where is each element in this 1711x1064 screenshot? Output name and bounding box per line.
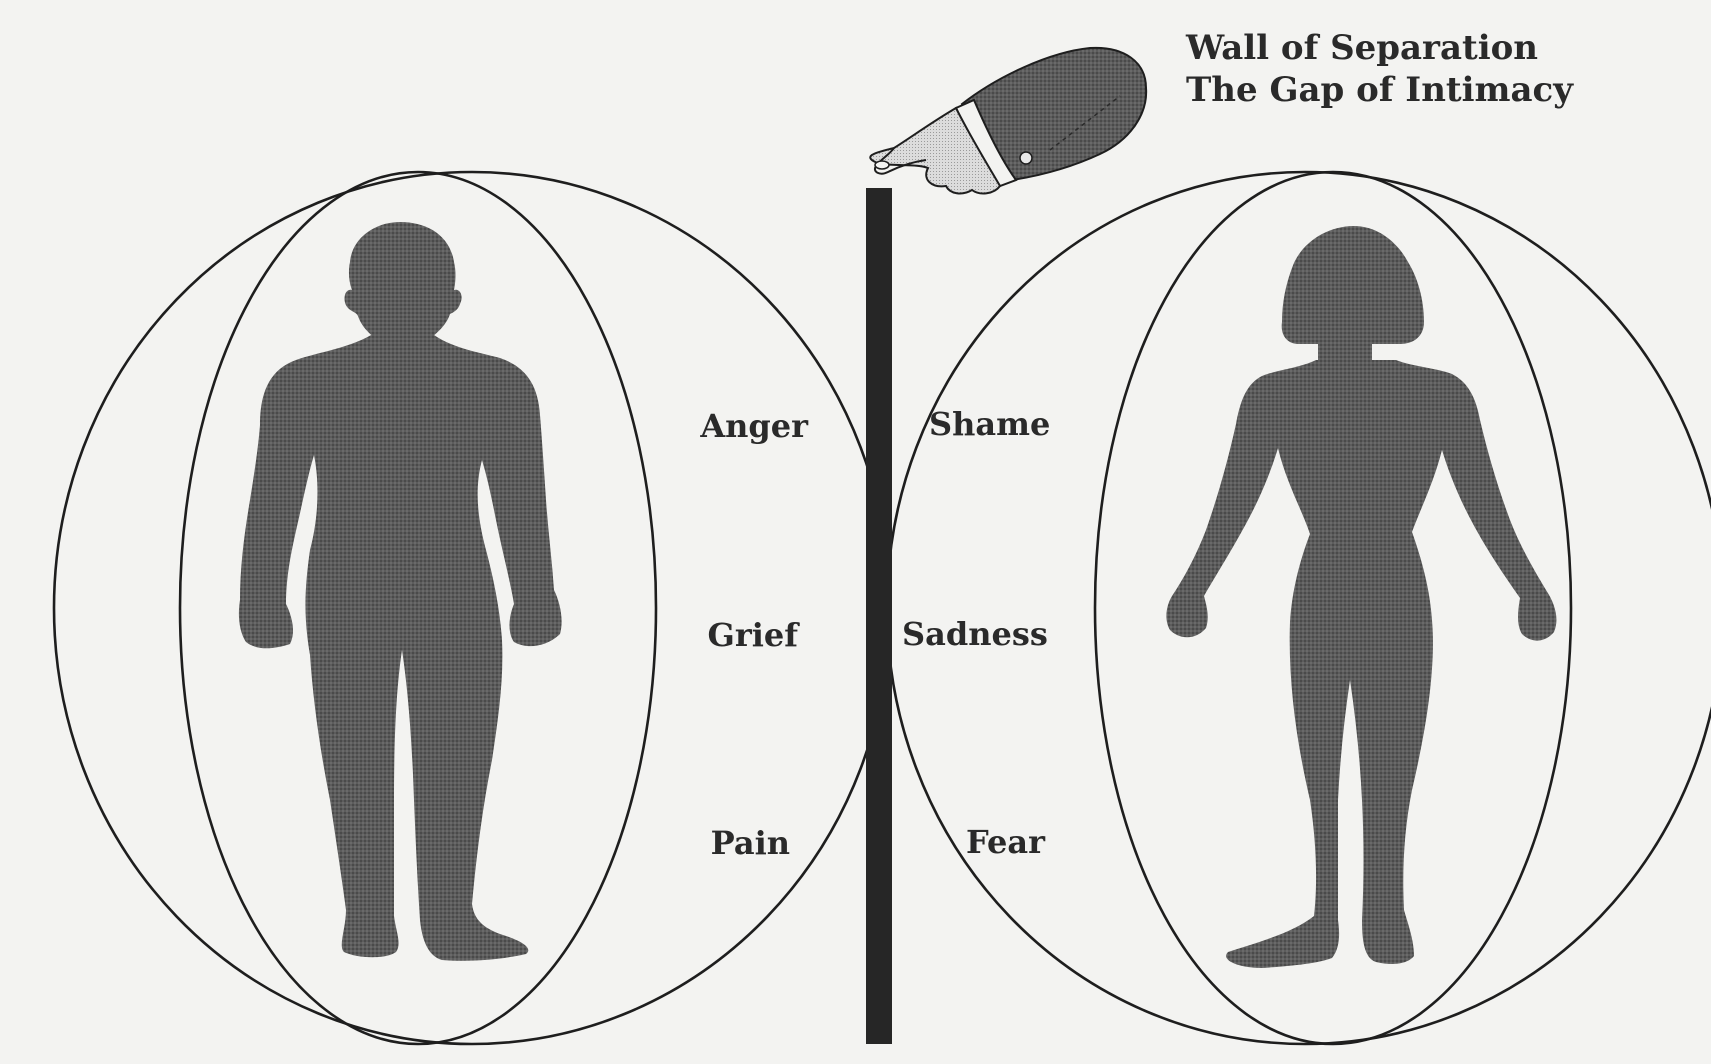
wall-of-separation [866,188,892,1044]
right-emotion-2: Sadness [902,615,1048,653]
pointing-hand-icon [870,48,1146,194]
left-emotion-3: Pain [711,824,790,862]
right-emotion-1: Shame [929,405,1050,443]
right-emotion-3: Fear [966,823,1046,861]
left-emotion-1: Anger [699,407,809,445]
male-silhouette [239,222,562,961]
left-emotion-2: Grief [708,616,801,654]
title-line-1: Wall of Separation [1185,28,1538,68]
female-silhouette [1166,226,1556,968]
title-line-2: The Gap of Intimacy [1186,70,1574,110]
